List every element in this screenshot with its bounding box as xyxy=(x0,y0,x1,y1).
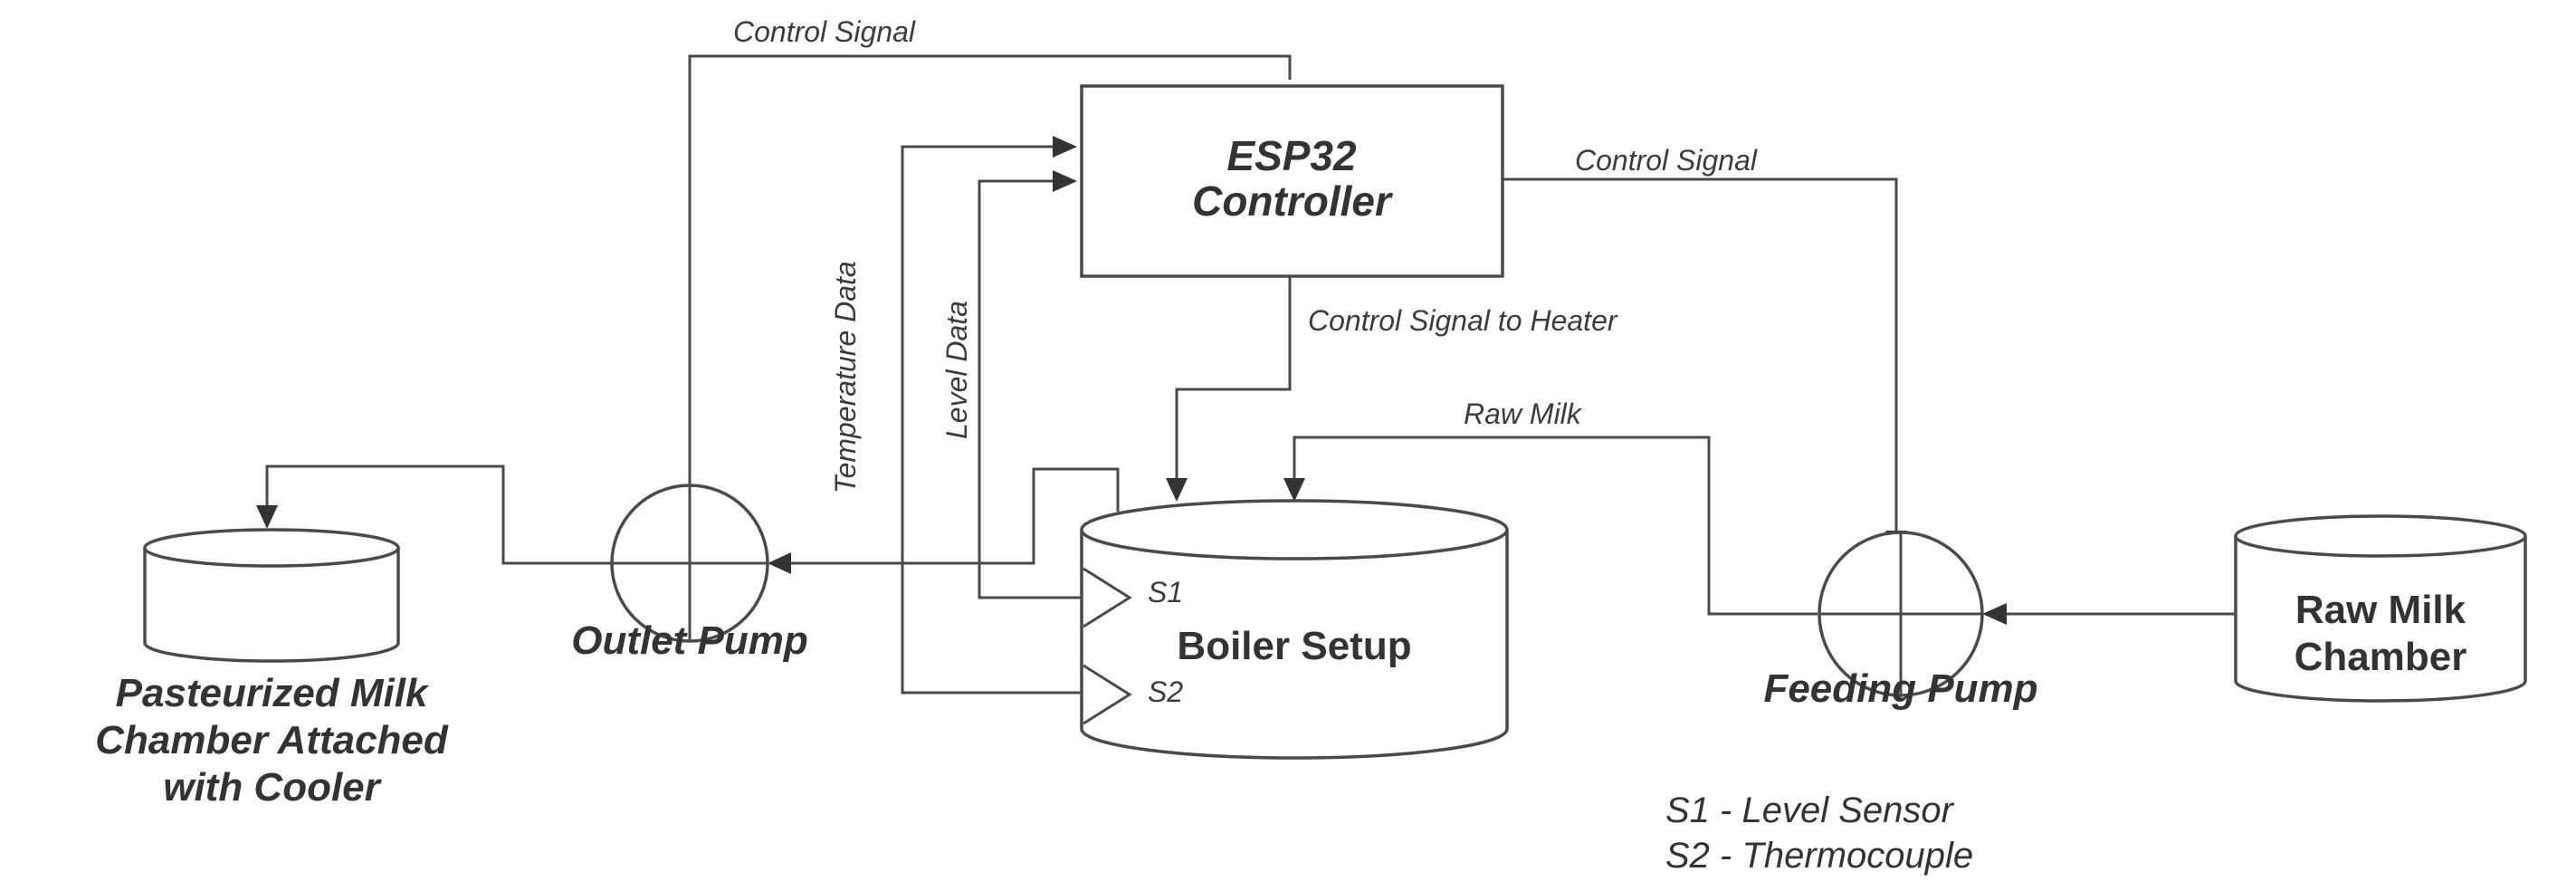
raw-chamber-label-2: Chamber xyxy=(2295,635,2467,679)
pasteurized-label-1: Pasteurized Milk xyxy=(116,671,430,715)
outlet-pump-label: Outlet Pump xyxy=(571,618,808,663)
connector-control-outlet xyxy=(688,54,1292,489)
raw-milk-flow-label: Raw Milk xyxy=(1464,398,1583,430)
legend-s2: S2 - Thermocouple xyxy=(1665,836,1973,876)
pasteurized-label-3: with Cooler xyxy=(163,765,382,810)
sensor-s1-marker xyxy=(1083,567,1132,628)
arrowhead-level xyxy=(1053,170,1077,192)
raw-milk-chamber xyxy=(2234,514,2527,703)
arrowhead-outlet-pump-inlet xyxy=(768,552,791,574)
level-data-label: Level Data xyxy=(940,301,973,439)
connector-boiler-to-outlet xyxy=(789,467,1120,565)
controller-subtitle: Controller xyxy=(1192,177,1393,225)
connector-raw-milk xyxy=(1293,436,1818,616)
temperature-data-label: Temperature Data xyxy=(829,261,862,493)
control-signal-heater-label: Control Signal to Heater xyxy=(1308,304,1618,337)
feeding-pump-symbol xyxy=(1818,531,1984,697)
connector-temperature-data xyxy=(901,145,1082,695)
raw-chamber-label-1: Raw Milk xyxy=(2295,588,2466,632)
legend-s1: S1 - Level Sensor xyxy=(1665,790,1955,830)
connector-heater xyxy=(1175,276,1292,480)
arrowhead-pasteurized xyxy=(256,505,278,529)
control-signal-top-label: Control Signal xyxy=(733,15,916,48)
control-signal-right-label: Control Signal xyxy=(1575,144,1758,177)
arrowhead-heater xyxy=(1166,478,1188,502)
sensor-s2-label: S2 xyxy=(1148,675,1183,708)
arrowhead-feeding-inlet xyxy=(1982,603,2007,625)
pasteurized-chamber xyxy=(143,528,400,663)
sensor-s1-label: S1 xyxy=(1148,576,1183,608)
controller-box xyxy=(1080,84,1504,278)
feeding-pump-label: Feeding Pump xyxy=(1763,666,2037,711)
boiler-cylinder xyxy=(1080,499,1509,760)
pasteurized-label-2: Chamber Attached xyxy=(95,718,449,762)
arrowhead-temperature xyxy=(1053,136,1077,158)
boiler-label: Boiler Setup xyxy=(1177,624,1411,668)
connector-level-data xyxy=(978,179,1082,599)
outlet-pump-symbol xyxy=(610,484,769,643)
connector-control-feeding xyxy=(1503,177,1898,532)
connector-outlet-to-chamber xyxy=(265,465,613,565)
controller-title: ESP32 xyxy=(1226,132,1357,179)
sensor-s2-marker xyxy=(1083,664,1132,725)
arrowhead-boiler-inlet xyxy=(1283,478,1305,502)
